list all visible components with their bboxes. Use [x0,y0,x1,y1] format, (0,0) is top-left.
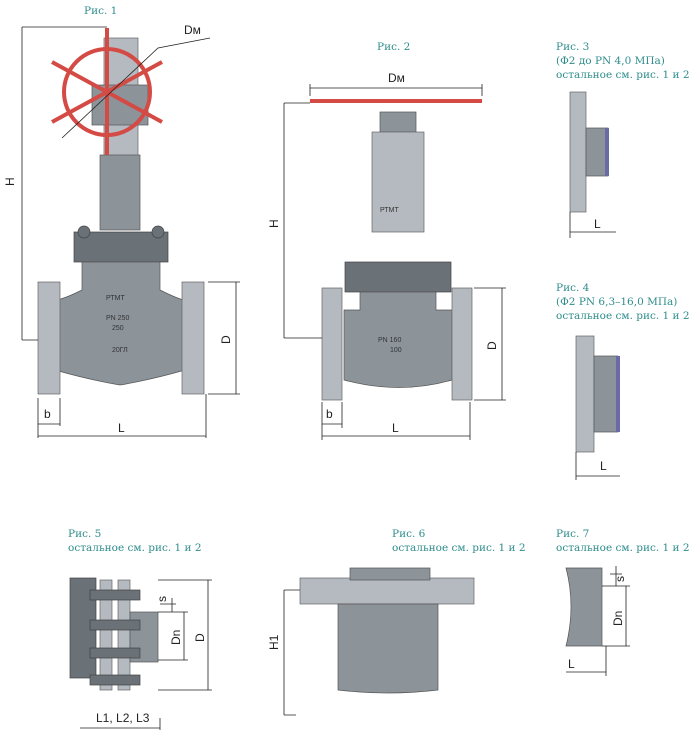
handwheel [51,28,163,155]
yoke [99,154,141,231]
dim-l: L [568,657,575,671]
fig6-bonnet: H1 [267,567,475,716]
caption-line: Рис. 7 [556,528,590,540]
caption-line: (Ф2 до PN 4,0 МПа) [556,55,665,67]
fig3-caption: Рис. 3 (Ф2 до PN 4,0 МПа) остальное см. ри… [556,40,690,82]
body-marking: 250 [112,325,124,332]
caption-line: остальное см. рис. 1 и 2 [68,542,202,554]
fig4-caption: Рис. 4 (Ф2 PN 6,3–16,0 МПа) остальное см. … [556,281,690,323]
bonnet [371,131,425,233]
dim-l: L [600,459,607,473]
dim-s: s [155,596,169,602]
fig1-caption: Рис. 1 [84,4,117,18]
caption-line: Рис. 3 [556,41,590,53]
logo-text: РТМТ [106,295,125,302]
valve-body [54,261,186,386]
dim-l: L [118,421,125,435]
dim-d: D [485,341,499,350]
dim-h1: H1 [267,634,281,650]
body-marking: 100 [390,347,402,354]
caption-line: Рис. 2 [377,41,411,53]
caption-line: Рис. 4 [556,282,590,294]
caption-line: остальное см. рис. 1 и 2 [556,310,690,322]
fig2-caption: Рис. 2 [377,40,410,54]
fig4-flange: L [575,335,620,480]
dim-s: s [613,576,627,582]
fig5-caption: Рис. 5 остальное см. рис. 1 и 2 [68,527,202,555]
caption-line: Рис. 1 [84,5,118,17]
caption-line: остальное см. рис. 1 и 2 [392,542,526,554]
caption-line: остальное см. рис. 1 и 2 [556,69,690,81]
bonnet-flange [73,231,169,263]
dim-dn: Dn [611,611,625,626]
body-marking: 20ГЛ [112,347,128,354]
caption-line: остальное см. рис. 1 и 2 [556,542,690,554]
dim-h: H [3,177,17,186]
right-flange [451,287,473,401]
dim-d: D [193,633,207,642]
dim-dm: Dм [388,71,405,85]
dim-h: H [267,219,281,228]
dim-b: b [326,407,333,421]
logo-text: РТМТ [380,207,399,214]
caption-line: Рис. 6 [392,528,426,540]
fig7-weld-end: s Dn L [565,566,630,676]
fig6-caption: Рис. 6 остальное см. рис. 1 и 2 [392,527,526,555]
caption-line: (Ф2 PN 6,3–16,0 МПа) [556,296,678,308]
dim-l: L [392,421,399,435]
dim-l: L1, L2, L3 [96,711,150,725]
fig1-valve: РТМТ PN 250 250 20ГЛ Dм H D b L [3,23,240,438]
body-marking: PN 160 [378,337,401,344]
dim-dn: Dn [169,630,183,645]
fig7-caption: Рис. 7 остальное см. рис. 1 и 2 [556,527,690,555]
right-flange [181,281,205,395]
left-flange [321,287,343,401]
dim-l: L [594,217,601,231]
fig3-flange: L [569,91,616,238]
bonnet-flange [344,261,452,293]
dim-b: b [44,407,51,421]
dim-dm: Dм [184,23,201,37]
body-marking: PN 250 [106,315,129,322]
caption-line: Рис. 5 [68,528,102,540]
fig2-valve: РТМТ PN 160 100 Dм H D b L [267,71,506,440]
fig5-flanged-connection: s Dn D L1, L2, L3 [69,577,212,730]
dim-d: D [219,335,233,344]
left-flange [37,281,61,395]
